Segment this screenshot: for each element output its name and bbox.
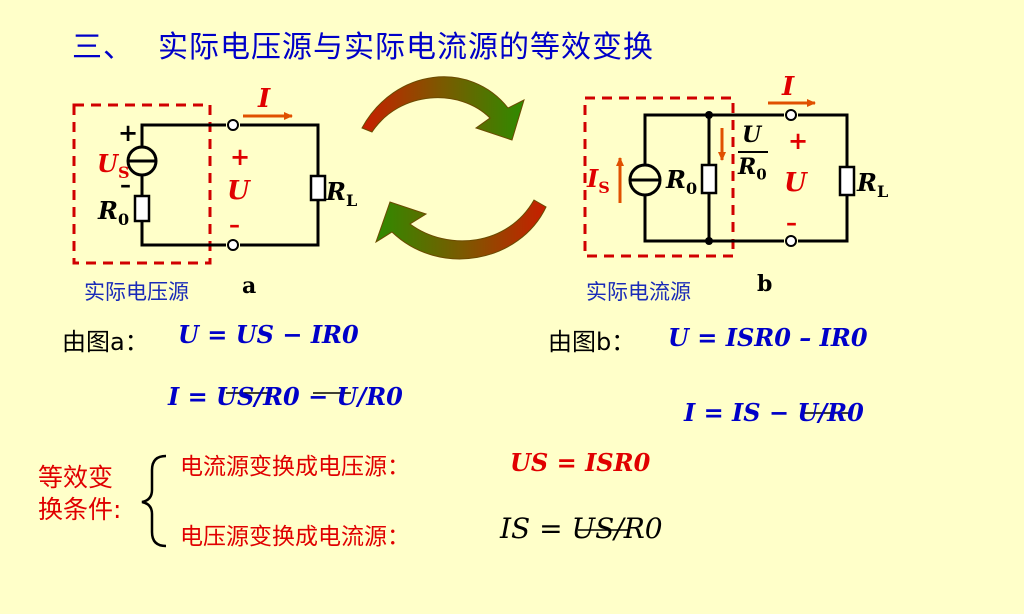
- circuit-b-wire-top: [643, 113, 784, 165]
- circuit-b-branch-num: U: [742, 122, 762, 148]
- circuit-a-voltage-plus: +: [230, 142, 251, 171]
- condition-1-eq: US = ISR0: [510, 448, 651, 477]
- circuit-b-letter: b: [757, 271, 773, 297]
- circuit-b-branch-den-sub: 0: [756, 165, 767, 184]
- circuit-b-source-sub: S: [598, 177, 610, 197]
- circuit-a-terminal-bottom: [227, 239, 239, 251]
- conditions-heading-line1: 等效变: [38, 463, 114, 492]
- circuit-b-resistor-symbol: R: [666, 165, 686, 194]
- circuit-b-voltage-plus: +: [788, 126, 809, 155]
- circuit-b: [583, 96, 856, 258]
- equations-a-prefix: 由图a：: [62, 328, 149, 356]
- circuit-a-current-label: I: [258, 84, 271, 114]
- circuit-b-voltage-label: U: [784, 168, 807, 198]
- circuit-b-node-top: [705, 111, 713, 119]
- condition-2-eq: IS = US/R0: [500, 512, 663, 545]
- transform-arrows: [361, 76, 547, 260]
- circuit-b-caption: 实际电流源: [586, 280, 691, 304]
- circuit-a-resistor-rl: [309, 174, 327, 202]
- equation-b1: U = ISR0 – IR0: [668, 323, 868, 352]
- circuit-b-load-sub: L: [876, 181, 889, 201]
- circuit-a-wire-right: [240, 123, 320, 176]
- circuit-a-dashed-box: [72, 103, 212, 265]
- conditions-heading: 等效变 换条件:: [38, 462, 121, 526]
- circuit-a-wire-left: [140, 123, 226, 147]
- circuit-b-source-symbol: I: [587, 164, 599, 193]
- circuit-a-resistor-r0: [133, 194, 151, 223]
- circuit-a-minus: –: [120, 172, 131, 198]
- transform-arrow-top: [361, 76, 525, 141]
- equation-a2-text: I = US/R0 − U/R0: [168, 382, 403, 411]
- circuit-b-wire-right: [798, 113, 849, 167]
- circuit-a-resistor-label: R0: [98, 196, 129, 229]
- condition-1-text: 电流源变换成电压源：: [180, 454, 410, 480]
- circuit-a-voltage-minus: –: [229, 212, 240, 238]
- circuit-a-load-symbol: R: [326, 177, 346, 206]
- circuit-b-source-label: IS: [587, 164, 610, 197]
- circuit-a-caption: 实际电压源: [84, 280, 189, 304]
- circuit-a: [72, 103, 327, 265]
- circuit-a-letter: a: [242, 273, 257, 299]
- circuit-b-node-bottom: [705, 237, 713, 245]
- circuit-b-resistor-sub: 0: [685, 178, 698, 198]
- equation-a2: I = US/R0 − U/R0: [168, 360, 403, 440]
- equation-a1-text: U = US − IR0: [178, 320, 359, 349]
- circuit-a-plus: +: [118, 118, 139, 147]
- circuit-b-load-label: RL: [857, 168, 888, 201]
- circuit-b-resistor-label: R0: [666, 165, 697, 198]
- circuit-b-branch-den-symbol: R: [738, 154, 757, 180]
- equation-b2: I = IS − U/R0: [684, 380, 884, 450]
- circuit-a-load-label: RL: [326, 177, 357, 210]
- circuit-a-voltage-label: U: [227, 176, 250, 206]
- equation-b2-text: I = IS − U/R0: [684, 398, 864, 427]
- condition-2-eq-text: IS = US/R0: [500, 512, 663, 545]
- circuit-b-dashed-box: [583, 96, 735, 258]
- circuit-a-source-label: US: [97, 149, 130, 182]
- equation-b1-text: U = ISR0 – IR0: [668, 323, 868, 352]
- circuit-a-resistor-sub: 0: [117, 209, 130, 229]
- condition-2-text: 电压源变换成电流源：: [180, 524, 410, 550]
- circuit-a-source-symbol: U: [97, 149, 118, 178]
- title-text: 实际电压源与实际电流源的等效变换: [158, 30, 654, 65]
- circuit-a-terminal-top: [227, 119, 239, 131]
- circuit-b-current-label: I: [782, 72, 795, 102]
- circuit-b-voltage-minus: –: [786, 210, 797, 236]
- transform-arrow-bottom: [375, 199, 547, 260]
- equation-a1: U = US − IR0: [178, 320, 359, 349]
- circuit-a-load-sub: L: [345, 190, 358, 210]
- circuit-a-source-sub: S: [117, 162, 130, 182]
- circuit-b-branch-den: R0: [738, 154, 767, 183]
- conditions-heading-line2: 换条件:: [38, 495, 122, 524]
- title-number: 三、: [72, 30, 134, 65]
- page-title: 三、实际电压源与实际电流源的等效变换: [72, 22, 654, 66]
- circuit-b-terminal-bottom: [785, 235, 797, 247]
- circuit-a-resistor-symbol: R: [98, 196, 118, 225]
- conditions-brace: [141, 454, 167, 548]
- circuit-b-resistor-r0: [700, 163, 718, 195]
- circuit-b-load-symbol: R: [857, 168, 877, 197]
- circuit-b-resistor-rl: [838, 165, 856, 197]
- equations-b-prefix: 由图b：: [548, 328, 636, 356]
- circuit-b-terminal-top: [785, 109, 797, 121]
